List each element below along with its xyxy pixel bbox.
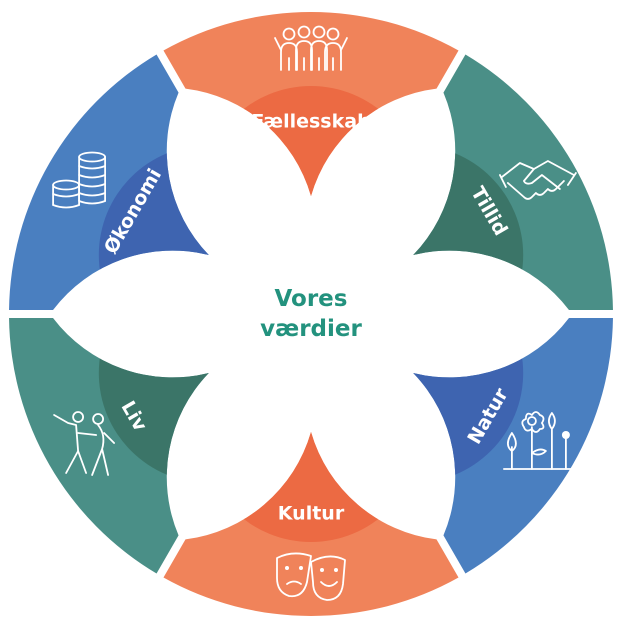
- segment-natur: Natur: [413, 318, 613, 574]
- segment-label-kultur: Kultur: [278, 503, 345, 525]
- segment-liv-inner-band: [98, 318, 209, 483]
- segment-liv-shape: [9, 318, 209, 574]
- people-group-icon: [274, 25, 348, 71]
- dancing-couple-icon: [53, 411, 115, 476]
- coin-stack-icon: [52, 151, 106, 209]
- segment-faellesskab: Fællesskab: [163, 11, 459, 196]
- center-title-line-1: Vores: [275, 286, 348, 312]
- segment-kultur: Kultur: [163, 432, 459, 617]
- plants-flower-icon: [503, 411, 573, 470]
- center-title-line-2: værdier: [260, 316, 362, 342]
- segment-natur-inner-band: [413, 318, 524, 483]
- segment-tillid-shape: [413, 54, 613, 311]
- segment-liv: Liv: [9, 318, 209, 574]
- segment-okonomi-shape: [9, 54, 209, 311]
- segment-label-faellesskab: Fællesskab: [251, 111, 370, 133]
- handshake-icon: [499, 160, 577, 200]
- theater-masks-icon: [276, 552, 346, 601]
- segment-natur-shape: [413, 318, 613, 574]
